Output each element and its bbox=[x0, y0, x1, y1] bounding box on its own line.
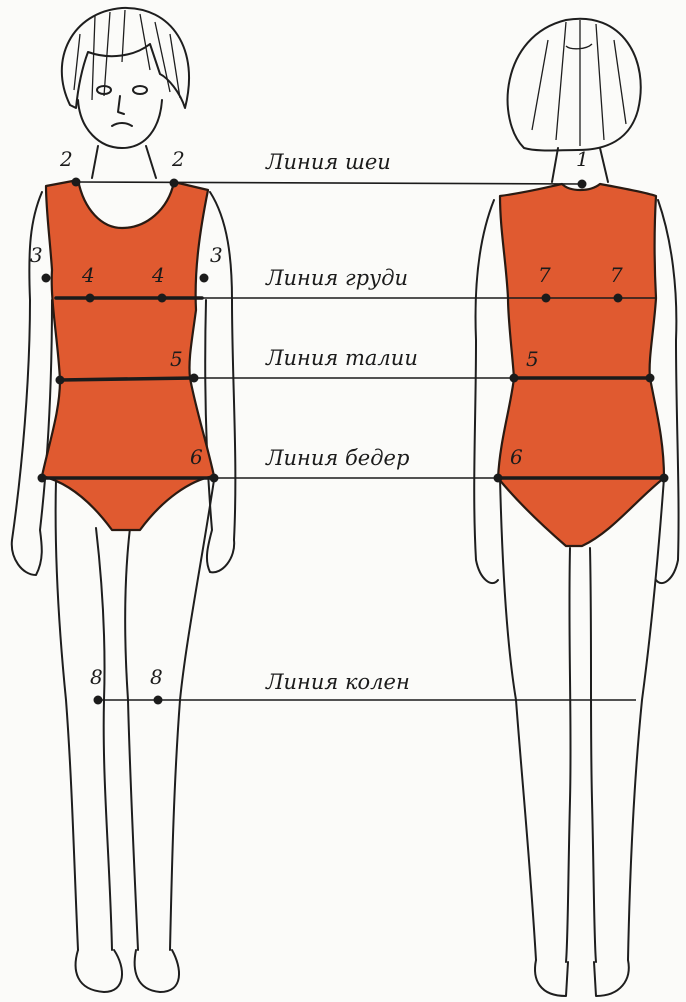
dot-front-chest-right bbox=[158, 294, 167, 303]
label-front-hip: 6 bbox=[190, 445, 203, 469]
waist-line-label: Линия талии bbox=[265, 346, 418, 370]
neck-line bbox=[76, 182, 582, 184]
dot-front-arm-left bbox=[42, 274, 51, 283]
label-back-neck: 1 bbox=[576, 147, 589, 171]
dot-front-hip-left bbox=[38, 474, 47, 483]
dot-back-chest-right bbox=[614, 294, 623, 303]
neck-line-label: Линия шеи bbox=[265, 150, 391, 174]
label-back-hip: 6 bbox=[510, 445, 523, 469]
dot-front-neck-left bbox=[72, 178, 81, 187]
label-front-arm-left: 3 bbox=[30, 243, 43, 267]
label-front-neck-right: 2 bbox=[171, 147, 185, 171]
label-front-chest-left: 4 bbox=[81, 263, 95, 287]
dot-back-hip-right bbox=[660, 474, 669, 483]
dot-front-hip-right bbox=[210, 474, 219, 483]
label-front-waist: 5 bbox=[170, 347, 183, 371]
dot-back-chest-left bbox=[542, 294, 551, 303]
dot-front-waist-left bbox=[56, 376, 65, 385]
back-leotard bbox=[498, 184, 664, 546]
label-front-chest-right: 4 bbox=[151, 263, 165, 287]
dot-back-waist-right bbox=[646, 374, 655, 383]
dot-back-neck bbox=[578, 180, 587, 189]
label-front-neck-left: 2 bbox=[59, 147, 73, 171]
dot-front-knee-right bbox=[154, 696, 163, 705]
dot-back-hip-left bbox=[494, 474, 503, 483]
label-back-waist: 5 bbox=[526, 347, 539, 371]
label-front-knee-right: 8 bbox=[150, 665, 163, 689]
chest-line-label: Линия груди bbox=[265, 266, 408, 290]
front-waist-band bbox=[60, 378, 194, 380]
line-labels: Линия шеи Линия груди Линия талии Линия … bbox=[262, 148, 444, 696]
front-figure-icon bbox=[12, 8, 236, 992]
dot-front-waist-right bbox=[190, 374, 199, 383]
dot-front-knee-left bbox=[94, 696, 103, 705]
dot-back-waist-left bbox=[510, 374, 519, 383]
dot-front-arm-right bbox=[200, 274, 209, 283]
label-back-chest-right: 7 bbox=[610, 263, 623, 287]
knees-line-label: Линия колен bbox=[265, 670, 410, 694]
dot-front-chest-left bbox=[86, 294, 95, 303]
label-front-knee-left: 8 bbox=[90, 665, 103, 689]
label-front-arm-right: 3 bbox=[210, 243, 223, 267]
label-back-chest-left: 7 bbox=[538, 263, 551, 287]
dot-front-neck-right bbox=[170, 179, 179, 188]
hips-line-label: Линия бедер bbox=[265, 446, 409, 470]
